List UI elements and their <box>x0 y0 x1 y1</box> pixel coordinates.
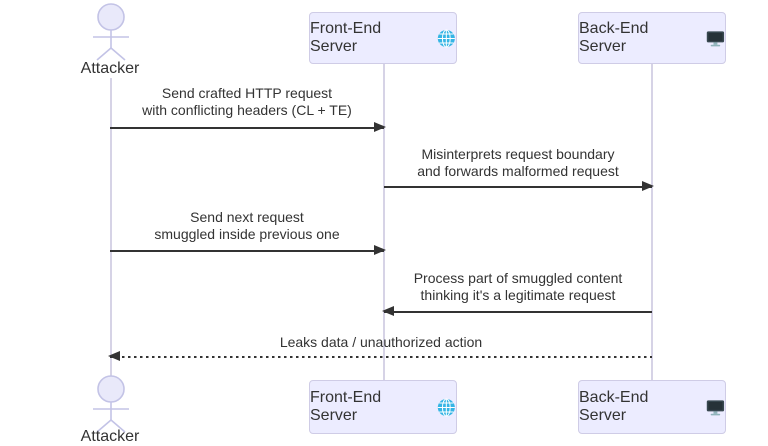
lifeline-attacker <box>110 78 112 376</box>
monitor-icon <box>706 399 725 415</box>
message-4-arrow <box>382 306 652 317</box>
message-3-arrow <box>110 245 386 256</box>
actor-label-attacker: Attacker <box>80 428 140 445</box>
message-1-label: Send crafted HTTP request with conflicti… <box>142 85 352 118</box>
message-3-label: Send next request smuggled inside previo… <box>154 209 340 242</box>
message-2-label: Misinterprets request boundary and forwa… <box>417 146 619 179</box>
actor-label-attacker: Attacker <box>80 60 140 77</box>
arrowhead <box>374 245 386 256</box>
participant-label-backend: Back-End Server <box>579 389 649 424</box>
globe-icon <box>438 28 456 48</box>
message-2-arrow <box>384 181 654 192</box>
participant-frontend-top: Front-End Server <box>309 12 457 64</box>
lifeline-frontend <box>383 64 385 380</box>
message-1-arrow <box>110 122 386 133</box>
message-4-label: Process part of smuggled content thinkin… <box>413 270 623 303</box>
arrowhead <box>374 122 386 133</box>
lifeline-backend <box>651 64 653 380</box>
participant-backend-bottom: Back-End Server <box>578 380 726 434</box>
participant-label-frontend: Front-End Server <box>310 20 382 55</box>
participant-label-frontend: Front-End Server <box>310 389 382 424</box>
message-5-arrow <box>108 351 652 362</box>
globe-icon <box>438 397 456 417</box>
participant-label-backend: Back-End Server <box>579 20 649 55</box>
attacker-figure <box>93 375 129 433</box>
arrowhead <box>108 351 120 362</box>
attacker-figure <box>93 3 129 61</box>
arrowhead <box>382 306 394 317</box>
participant-frontend-bottom: Front-End Server <box>309 380 457 434</box>
participant-backend-top: Back-End Server <box>578 12 726 64</box>
arrowhead <box>642 181 654 192</box>
message-5-label: Leaks data / unauthorized action <box>279 334 483 350</box>
monitor-icon <box>706 30 725 46</box>
